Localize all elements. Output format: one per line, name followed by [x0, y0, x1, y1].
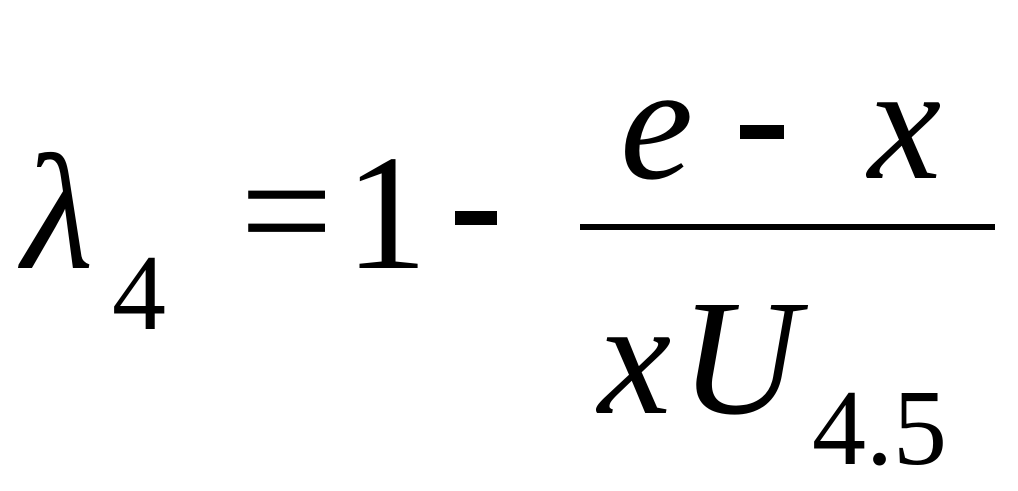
denominator-subscript: 4.5 — [812, 369, 947, 488]
numerator-e: e — [620, 31, 694, 214]
numerator-minus — [740, 125, 784, 139]
fraction-bar — [580, 224, 995, 230]
lambda-subscript: 4 — [112, 234, 166, 353]
equals-sign: = — [240, 119, 334, 302]
numerator-x: x — [868, 31, 942, 214]
denominator-U: U — [680, 266, 800, 449]
minus-sign — [455, 211, 497, 225]
denominator-x: x — [598, 266, 672, 449]
lambda-symbol: λ — [22, 121, 94, 304]
one: 1 — [345, 121, 428, 304]
